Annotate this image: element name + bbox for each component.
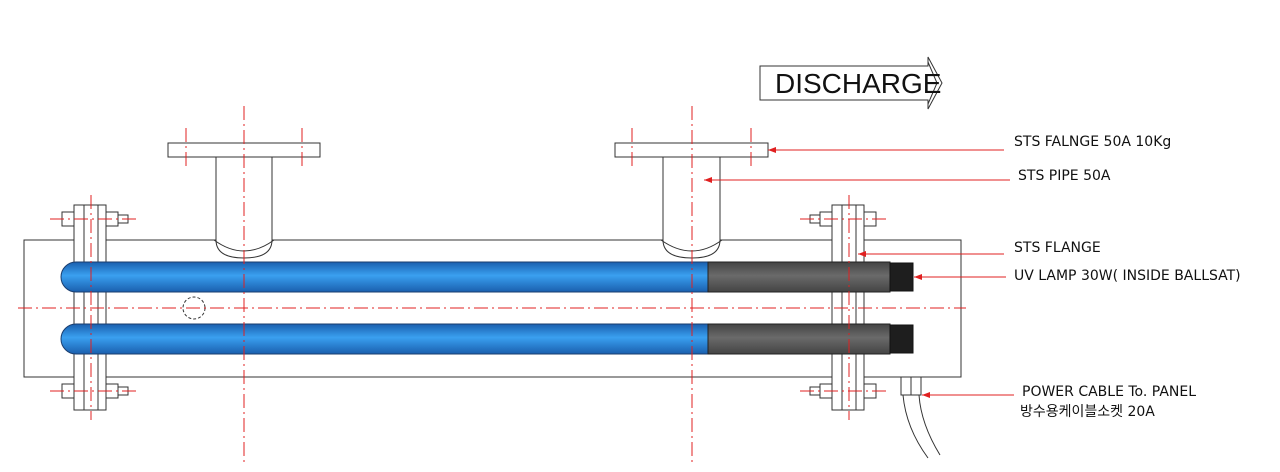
discharge-label: DISCHARGE — [775, 68, 941, 99]
callout-uv-lamp: UV LAMP 30W( INSIDE BALLSAT) — [1014, 268, 1241, 284]
callout-sts-flange: STS FLANGE — [1014, 240, 1101, 256]
callout-cable-socket: 방수용케이블소켓 20A — [1020, 404, 1155, 420]
uv-lamp-lower — [60, 323, 914, 355]
uv-lamp-upper — [60, 261, 914, 293]
callout-sts-flange-50a: STS FALNGE 50A 10Kg — [1014, 134, 1171, 150]
cable-gland — [900, 376, 941, 459]
center-lines — [18, 106, 966, 462]
callout-power-cable: POWER CABLE To. PANEL — [1022, 384, 1196, 400]
discharge-arrow: DISCHARGE — [759, 56, 943, 110]
callout-sts-pipe-50a: STS PIPE 50A — [1018, 168, 1111, 184]
leader-lines — [704, 147, 1014, 398]
